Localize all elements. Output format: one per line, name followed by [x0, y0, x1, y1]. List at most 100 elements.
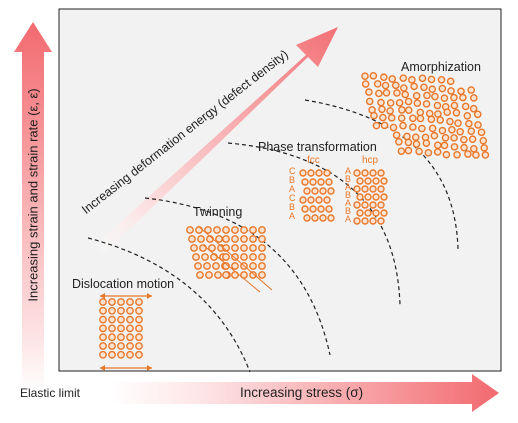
boundary-elastic	[87, 237, 251, 373]
amorphous-atom	[481, 151, 490, 159]
amorphous-atom	[480, 144, 488, 152]
twin-atom	[222, 226, 230, 234]
amorphous-atom	[452, 108, 461, 117]
amorphous-atom	[442, 150, 451, 159]
fcc-atom	[327, 214, 335, 222]
fcc-label: fcc	[307, 155, 320, 166]
twin-plane	[202, 244, 261, 293]
twin-atom	[208, 244, 216, 252]
amorphous-atom	[397, 147, 406, 156]
hcp-atom	[369, 185, 377, 193]
dislocation-atom	[126, 306, 134, 315]
amorphous-atom	[372, 121, 381, 130]
dislocation-atom	[99, 350, 107, 359]
phase-label: Phase transformation	[258, 140, 377, 154]
amorphous-atom	[422, 139, 431, 147]
stacking-letter: A	[345, 182, 352, 192]
twin-atom	[222, 253, 230, 261]
dislocation-atom	[126, 350, 134, 359]
hcp-atom	[361, 185, 369, 193]
fcc-atom	[325, 178, 333, 186]
amorphous-atom	[386, 99, 395, 107]
arrow-head	[100, 293, 105, 299]
amorphous-atom	[428, 85, 437, 94]
hcp-atom	[377, 201, 385, 209]
amorphous-atom	[420, 83, 428, 92]
twin-atom	[186, 226, 194, 234]
amorphous-atom	[463, 111, 472, 120]
amorphous-atom	[470, 94, 478, 102]
amorphous-atom	[395, 137, 403, 146]
dislocation-atom	[99, 333, 107, 342]
stacking-letter: A	[345, 214, 352, 224]
stacking-letter: B	[289, 202, 296, 212]
amorphous-atom	[422, 100, 431, 108]
dislocation-atom	[108, 333, 116, 342]
arrow-head	[147, 365, 152, 371]
fcc-atom	[301, 178, 309, 186]
hcp-atom	[369, 201, 377, 209]
hcp-atom	[372, 193, 380, 201]
amorphous-atom	[443, 108, 452, 117]
hcp-atom	[353, 201, 361, 209]
fcc-atom	[315, 196, 323, 204]
stacking-letter: B	[345, 206, 352, 216]
dislocation-atom	[135, 306, 143, 315]
amorphous-atom	[404, 97, 413, 106]
dislocation-atom	[99, 324, 107, 333]
twin-atom	[231, 253, 239, 261]
hcp-label: hcp	[362, 155, 379, 166]
dislocation-atom	[108, 342, 116, 350]
amorphous-atom	[387, 113, 396, 122]
amorphous-atom	[438, 126, 447, 135]
amorphous-atom	[388, 75, 397, 83]
dislocation-atom	[99, 306, 107, 315]
twin-atom	[258, 244, 266, 252]
dislocation-atom	[135, 350, 143, 359]
amorphous-atom	[410, 82, 418, 91]
fcc-atom	[301, 205, 309, 213]
amorphous-atom	[424, 149, 433, 157]
amorphous-atom	[450, 101, 459, 110]
boundary-dislocation	[144, 197, 331, 356]
hcp-atom	[372, 177, 380, 185]
fcc-atom	[315, 169, 323, 177]
amorphous-atom	[403, 132, 411, 141]
stacking-letter: B	[289, 175, 296, 185]
twinning-label: Twinning	[193, 205, 243, 219]
amorphous-atom	[469, 104, 478, 113]
amorphous-atom	[431, 92, 439, 101]
stacking-letter: A	[289, 211, 296, 221]
hcp-atom	[361, 169, 369, 177]
amorphous-atom	[459, 93, 467, 102]
stacking-letter: A	[345, 166, 352, 176]
amorphous-atom	[430, 131, 439, 140]
twin-atom	[222, 271, 230, 279]
amorphous-atom	[416, 114, 425, 123]
twin-atom	[258, 271, 266, 279]
dislocation-atom	[108, 324, 116, 333]
hcp-atom	[369, 217, 377, 225]
amorphous-atom	[392, 81, 400, 90]
twin-plane	[197, 225, 273, 291]
amorphous-atom	[386, 107, 394, 115]
hcp-atom	[377, 185, 385, 193]
amorphous-atom	[393, 89, 401, 97]
hcp-atom	[380, 209, 388, 217]
dislocation-atom	[117, 333, 125, 342]
amorphous-atom	[398, 106, 406, 114]
stacking-letter: A	[345, 198, 352, 208]
amorphous-atom	[416, 108, 425, 117]
dislocation-atom	[135, 342, 143, 350]
amorphous-atom	[441, 133, 450, 142]
twin-atom	[196, 271, 204, 279]
amorphous-atom	[460, 135, 468, 144]
twin-atom	[258, 253, 266, 261]
amorphous-atom	[467, 127, 476, 135]
hcp-atom	[364, 209, 372, 217]
hcp-atom	[356, 209, 364, 217]
twin-atom	[201, 253, 209, 261]
strain-arrow	[14, 22, 52, 392]
amorphous-atom	[438, 84, 447, 93]
